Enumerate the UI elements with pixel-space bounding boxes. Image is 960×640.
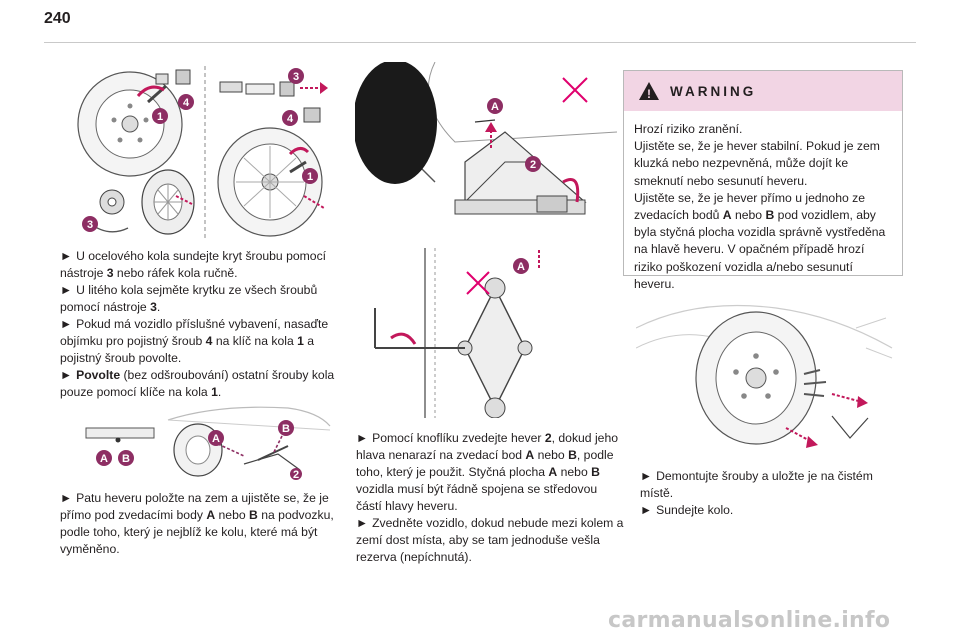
warning-title: WARNING [670,83,757,99]
svg-text:3: 3 [87,219,93,231]
badge-A-left: A [96,450,112,466]
cross-mark-lower [466,271,490,295]
badge-A-car: A [208,430,224,446]
svg-text:!: ! [647,87,651,101]
svg-text:A: A [100,453,108,465]
bullet-icon: ► [356,516,369,530]
badge-3-right: 3 [288,68,304,84]
svg-text:4: 4 [183,97,190,109]
col1-text-bottom: ►Patu heveru položte na zem a ujistěte s… [60,490,340,558]
cross-mark [562,77,588,103]
illustration-jack-raise-A: A 2 [355,62,617,242]
illustration-wheel-removal [636,288,896,458]
svg-text:3: 3 [293,71,299,83]
badge-4-right: 4 [282,110,298,126]
svg-text:2: 2 [530,159,536,171]
warning-triangle-icon: ! [639,82,659,101]
step-remove-caps: ►U litého kola sejměte krytku ze všech š… [60,283,318,314]
badge-3-left: 3 [82,216,98,232]
badge-1-left: 1 [152,108,168,124]
badge-A-upper: A [487,98,503,114]
svg-text:B: B [122,453,130,465]
step-remove-wheel: ►Sundejte kolo. [640,503,734,517]
step-raise-jack: ►Pomocí knoflíku zvedejte hever 2, dokud… [356,431,619,513]
bullet-icon: ► [60,283,73,297]
svg-text:2: 2 [293,469,299,480]
step-remove-bolts: ►Demontujte šrouby a uložte je na čistém… [640,469,873,500]
svg-text:B: B [282,423,290,435]
badge-1-right: 1 [302,168,318,184]
illustration-wheel-cover-removal: 1 4 3 3 4 1 [68,62,332,244]
svg-text:A: A [212,433,220,445]
badge-2-jack: 2 [290,468,302,480]
col2-text: ►Pomocí knoflíku zvedejte hever 2, dokud… [356,430,624,566]
warning-line-risk: Hrozí riziko zranění. [634,122,743,136]
bullet-icon: ► [356,431,369,445]
svg-text:1: 1 [157,111,163,123]
illustration-jack-position: A B A B 2 [68,400,332,480]
bullet-icon: ► [60,249,73,263]
badge-B-left: B [118,450,134,466]
badge-2-upper: 2 [525,156,541,172]
svg-text:1: 1 [307,171,313,183]
warning-line-stable: Ujistěte se, že je hever stabilní. Pokud… [634,139,880,188]
svg-text:A: A [517,261,525,273]
bullet-icon: ► [640,503,653,517]
step-lift-vehicle: ►Zvedněte vozidlo, dokud nebude mezi kol… [356,516,624,564]
badge-B-car: B [278,420,294,436]
illustration-jack-raise-lower: A [355,248,617,418]
bullet-icon: ► [60,317,73,331]
bullet-icon: ► [60,368,73,382]
step-lock-bolt: ►Pokud má vozidlo příslušné vybavení, na… [60,317,329,365]
warning-body: Hrozí riziko zranění. Ujistěte se, že je… [624,111,902,293]
svg-text:A: A [491,101,499,113]
page-number: 240 [44,10,71,27]
watermark: carmanualsonline.info [608,608,891,633]
col1-text-top: ►U ocelového kola sundejte kryt šroubu p… [60,248,340,401]
bullet-icon: ► [60,491,73,505]
svg-text:4: 4 [287,113,294,125]
bullet-icon: ► [640,469,653,483]
step-remove-cover: ►U ocelového kola sundejte kryt šroubu p… [60,249,327,280]
step-place-jack: ►Patu heveru položte na zem a ujistěte s… [60,491,334,556]
warning-header: ! WARNING [624,71,902,111]
top-rule [44,42,916,43]
badge-A-lower: A [513,258,529,274]
warning-box: ! WARNING Hrozí riziko zranění. Ujistěte… [623,70,903,291]
warning-line-lifting-points: Ujistěte se, že je hever přímo u jednoho… [634,190,886,291]
col3-text: ►Demontujte šrouby a uložte je na čistém… [640,468,900,519]
badge-4-left: 4 [178,94,194,110]
step-loosen-bolts: ►Povolte (bez odšroubování) ostatní šrou… [60,368,335,399]
